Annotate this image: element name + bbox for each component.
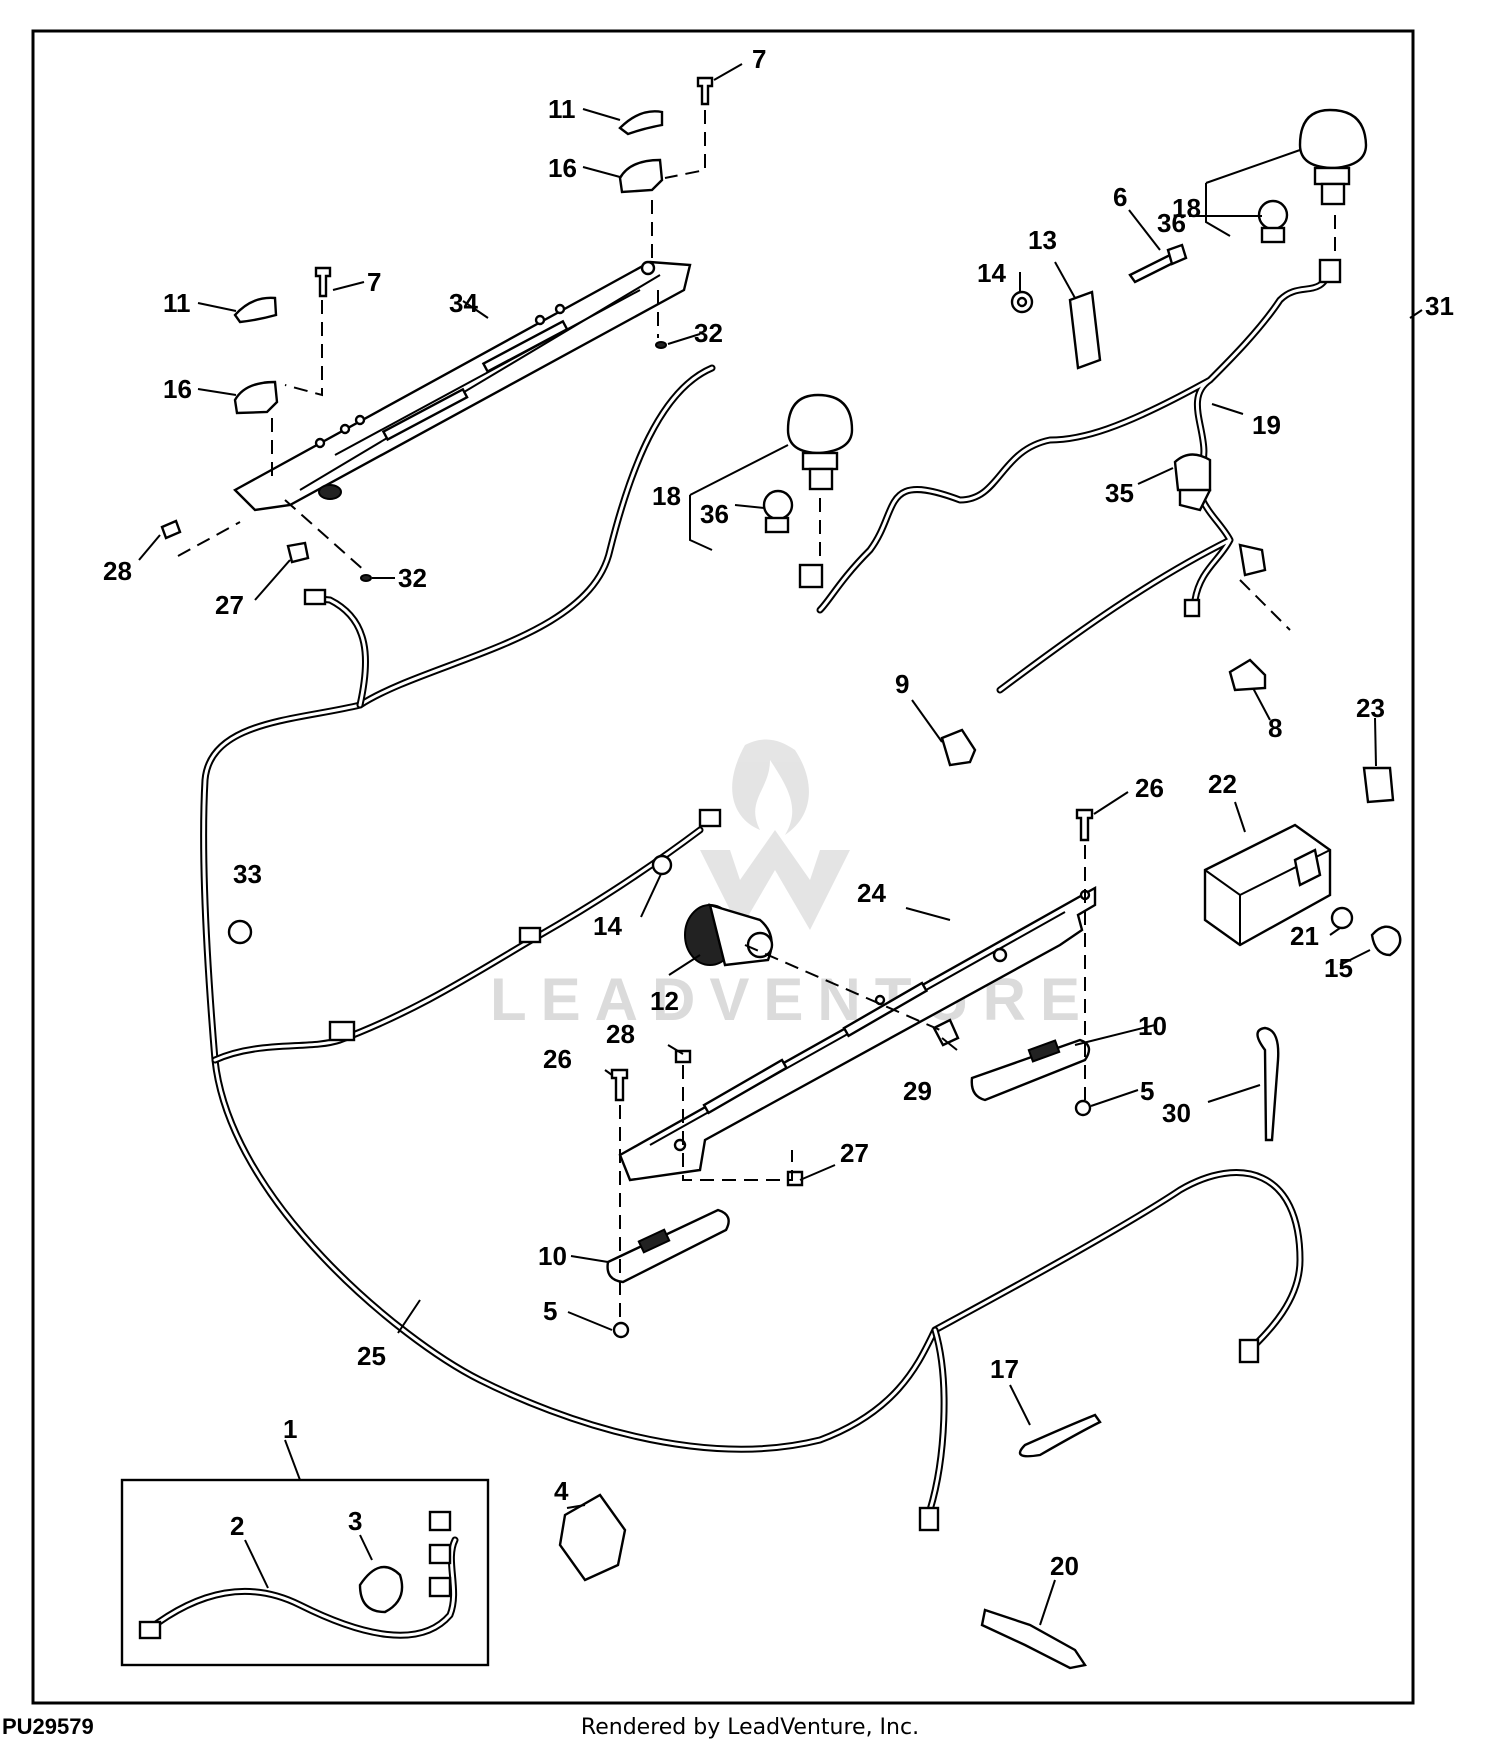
lower-bracket — [618, 885, 1097, 1182]
switch-4 — [558, 1493, 627, 1582]
callout-24: 24 — [857, 878, 886, 908]
callout-36: 36 — [1157, 208, 1186, 238]
callout-25: 25 — [357, 1341, 386, 1371]
render-credit: Rendered by LeadVenture, Inc. — [580, 1715, 920, 1740]
callout-29: 29 — [903, 1076, 932, 1106]
callout-16-lower: 16 — [163, 374, 192, 404]
cap-upper — [233, 110, 664, 415]
connector-8 — [1228, 658, 1267, 692]
callout-5-lower: 5 — [543, 1296, 557, 1326]
callouts: 1 2 3 4 5 5 6 7 7 8 9 10 10 11 11 12 13 … — [103, 44, 1454, 1581]
callout-4: 4 — [554, 1476, 569, 1506]
callout-11: 11 — [548, 94, 576, 124]
callout-15: 15 — [1324, 953, 1353, 983]
kit-box — [120, 1478, 490, 1667]
callout-21: 21 — [1290, 921, 1319, 951]
clip-23 — [1362, 766, 1395, 804]
callout-9: 9 — [895, 669, 909, 699]
callout-20: 20 — [1050, 1551, 1079, 1581]
callout-13: 13 — [1028, 225, 1057, 255]
lower-hardware — [227, 808, 1094, 1339]
callout-12: 12 — [650, 986, 679, 1016]
callout-28-lower: 28 — [606, 1019, 635, 1049]
callout-27: 27 — [215, 590, 244, 620]
callout-35: 35 — [1105, 478, 1134, 508]
watermark: LEADVENTURE — [490, 739, 1080, 1033]
callout-11-lower: 11 — [163, 288, 191, 318]
callout-7-lower: 7 — [367, 267, 381, 297]
callout-28: 28 — [103, 556, 132, 586]
upper-bracket — [233, 260, 692, 512]
callout-1: 1 — [283, 1414, 297, 1444]
callout-34: 34 — [449, 288, 478, 318]
callout-33: 33 — [233, 859, 262, 889]
callout-27-lower: 27 — [840, 1138, 869, 1168]
callout-14-lower: 14 — [593, 911, 622, 941]
lamp-left — [762, 393, 854, 534]
callout-32-lower: 32 — [398, 563, 427, 593]
callout-14: 14 — [977, 258, 1006, 288]
switch-22 — [1203, 823, 1402, 957]
sensor-20 — [980, 1608, 1087, 1670]
callout-5: 5 — [1140, 1076, 1154, 1106]
socket-12 — [651, 854, 774, 967]
bracket-13-assy — [1010, 243, 1212, 492]
callout-17: 17 — [990, 1354, 1019, 1384]
small-hardware — [160, 76, 714, 582]
light-harness — [798, 258, 1342, 694]
callout-6: 6 — [1113, 182, 1127, 212]
tie-straps — [1018, 1026, 1280, 1458]
callout-7: 7 — [752, 44, 766, 74]
figure-id: PU29579 — [2, 1714, 94, 1739]
lamp-right — [1257, 108, 1368, 244]
diagram-frame — [31, 29, 1415, 1705]
callout-18: 18 — [1172, 193, 1201, 223]
callout-36-lower: 36 — [700, 499, 729, 529]
callout-23: 23 — [1356, 693, 1385, 723]
callout-10: 10 — [1138, 1011, 1167, 1041]
main-harness — [200, 364, 1304, 1532]
callout-8: 8 — [1268, 713, 1282, 743]
callout-2: 2 — [230, 1511, 244, 1541]
callout-31: 31 — [1425, 291, 1454, 321]
callout-19: 19 — [1252, 410, 1281, 440]
callout-10-lower: 10 — [538, 1241, 567, 1271]
callout-3: 3 — [348, 1506, 362, 1536]
callout-22: 22 — [1208, 769, 1237, 799]
callout-26: 26 — [1135, 773, 1164, 803]
callout-26-lower: 26 — [543, 1044, 572, 1074]
callout-32: 32 — [694, 318, 723, 348]
callout-16: 16 — [548, 153, 577, 183]
leader-lines — [138, 63, 1423, 1626]
callout-18-lower: 18 — [652, 481, 681, 511]
callout-30: 30 — [1162, 1098, 1191, 1128]
connector-9 — [940, 728, 977, 767]
